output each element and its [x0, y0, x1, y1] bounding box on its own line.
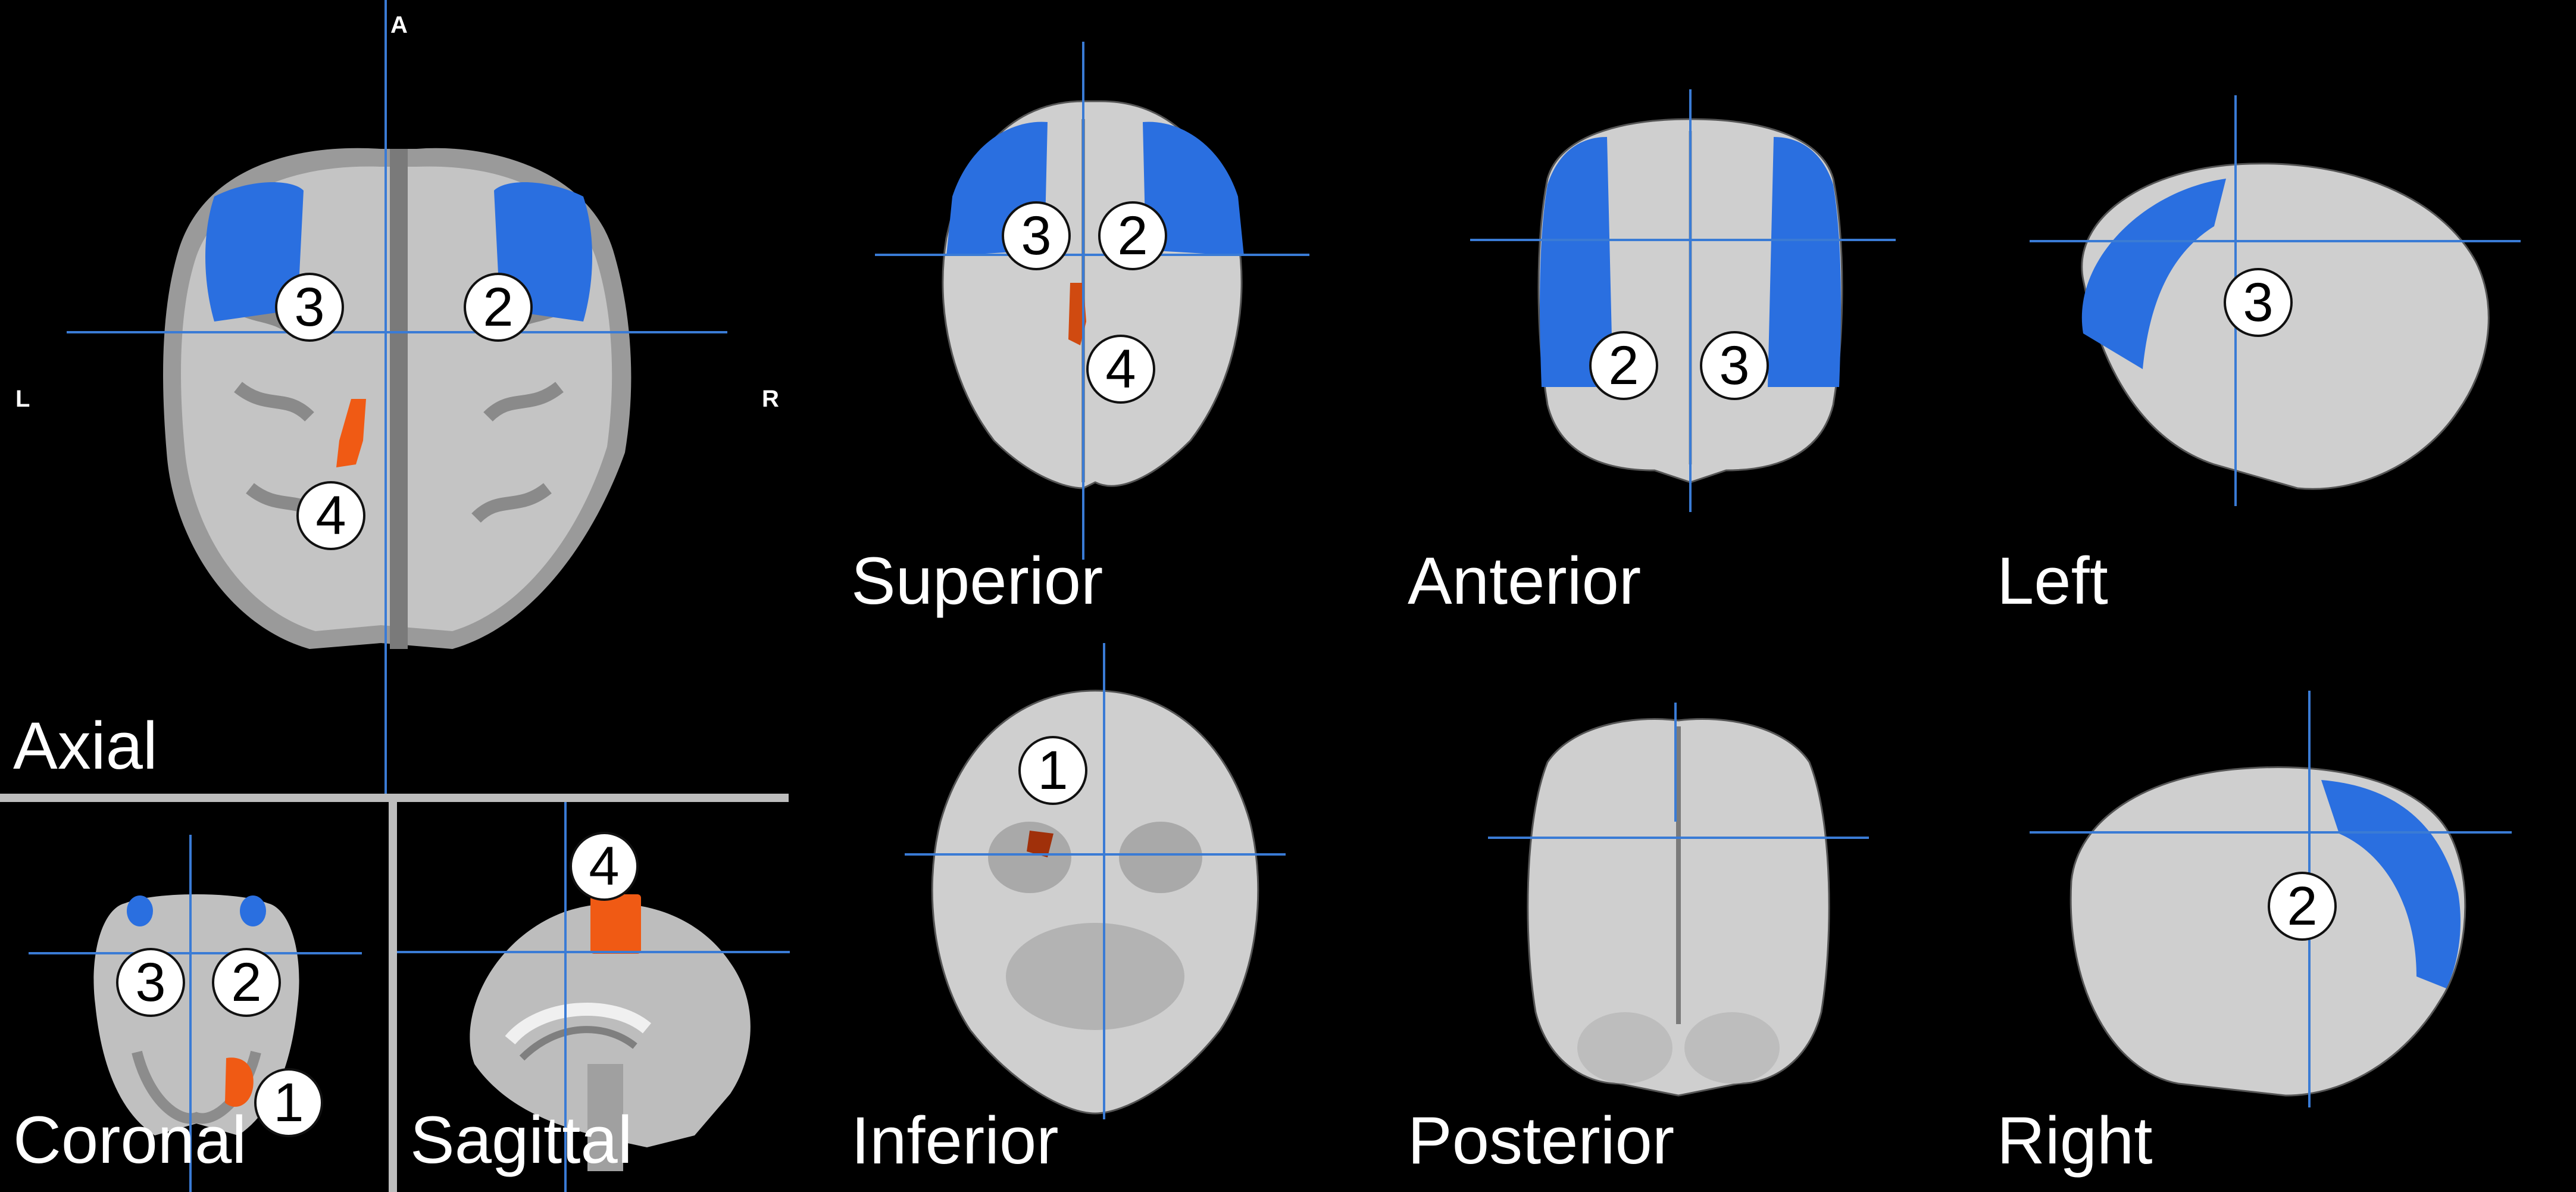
posterior-render-image	[1488, 703, 1869, 1097]
left-view-label: Left	[1997, 544, 2108, 618]
coronal-region-badge: 2	[212, 948, 281, 1017]
axial-region-badge: 4	[296, 481, 365, 550]
coronal-label: Coronal	[13, 1103, 247, 1177]
axial-left-marker: L	[15, 386, 30, 412]
axial-right-marker: R	[762, 386, 779, 412]
axial-region-badge: 2	[464, 273, 533, 342]
right-region-badge: 2	[2268, 872, 2337, 941]
anterior-region-badge: 2	[1589, 331, 1658, 400]
superior-region-badge: 2	[1098, 201, 1167, 270]
superior-label: Superior	[851, 544, 1103, 618]
inferior-render-panel: 1 Inferior	[833, 643, 1369, 1192]
axial-slice-panel: A L R 3 2 4 Axial	[0, 0, 786, 795]
left-render-image	[2030, 95, 2521, 506]
inferior-render-image	[905, 643, 1286, 1119]
superior-render-image	[875, 42, 1309, 560]
panel-divider-vertical	[389, 802, 397, 1192]
axial-anterior-marker: A	[390, 12, 408, 38]
anterior-render-panel: 2 3 Anterior	[1393, 0, 1928, 631]
anterior-region-badge: 3	[1700, 331, 1769, 400]
panel-divider-horizontal	[0, 794, 789, 802]
axial-slice-image	[67, 0, 727, 795]
sagittal-region-badge: 4	[570, 832, 639, 901]
posterior-label: Posterior	[1408, 1103, 1675, 1178]
left-region-badge: 3	[2224, 268, 2293, 337]
anterior-label: Anterior	[1408, 544, 1642, 618]
sagittal-label: Sagittal	[410, 1103, 633, 1177]
right-render-panel: 2 Right	[1964, 643, 2576, 1192]
posterior-render-panel: Posterior	[1393, 643, 1928, 1192]
right-render-image	[2030, 691, 2512, 1107]
sagittal-slice-image	[397, 802, 790, 1192]
axial-region-badge: 3	[275, 273, 344, 342]
coronal-region-badge: 3	[116, 948, 185, 1017]
superior-region-badge: 4	[1086, 335, 1155, 404]
left-render-panel: 3 Left	[1964, 0, 2576, 631]
superior-render-panel: 3 2 4 Superior	[833, 0, 1369, 631]
superior-region-badge: 3	[1002, 201, 1071, 270]
sagittal-slice-panel: 4 Sagittal	[397, 802, 790, 1192]
coronal-region-badge: 1	[254, 1068, 323, 1137]
axial-label: Axial	[13, 709, 158, 783]
anterior-render-image	[1470, 89, 1896, 512]
inferior-region-badge: 1	[1018, 736, 1087, 805]
right-view-label: Right	[1997, 1103, 2153, 1178]
coronal-slice-panel: 3 2 1 Coronal	[0, 802, 389, 1192]
inferior-label: Inferior	[851, 1103, 1059, 1178]
